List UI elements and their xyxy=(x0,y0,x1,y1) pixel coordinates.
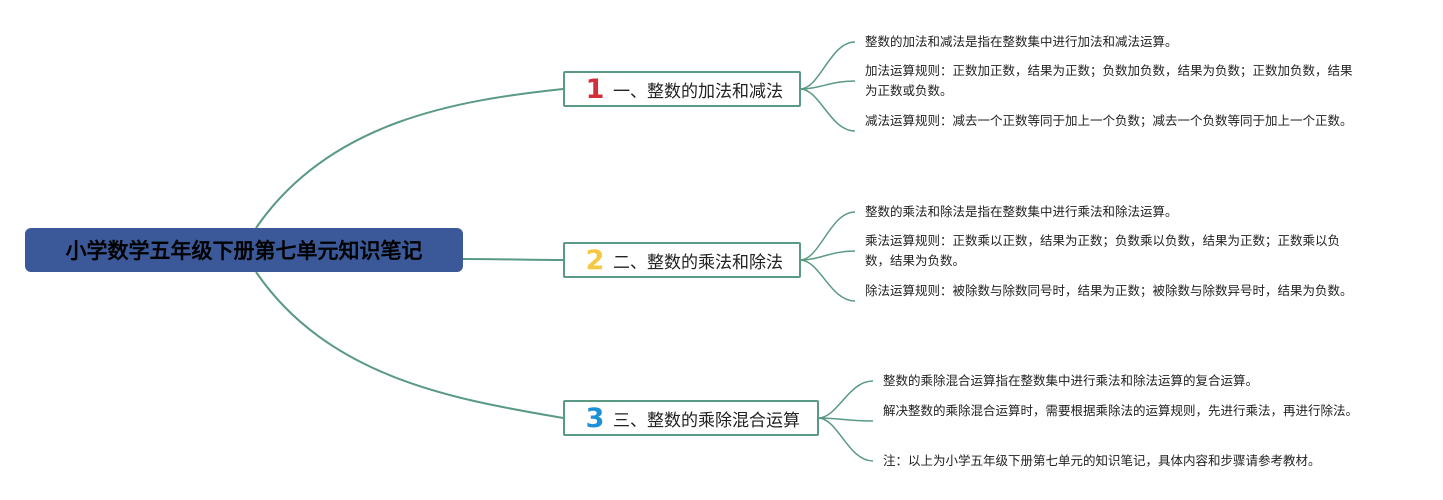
link-topic-2-leaf-1 xyxy=(799,211,856,261)
link-topic-1-leaf-2 xyxy=(799,80,856,90)
leaf-1-1: 整数的加法和减法是指在整数集中进行加法和减法运算。 xyxy=(865,34,1178,49)
topic-label-3: 三、整数的乘除混合运算 xyxy=(613,410,800,431)
leaf-1-2: 加法运算规则：正数加正数，结果为正数；负数加负数，结果为负数；正数加负数，结果为… xyxy=(865,63,1353,98)
leaf-2-3: 除法运算规则：被除数与除数同号时，结果为正数；被除数与除数异号时，结果为负数。 xyxy=(865,283,1353,298)
topic-node-3[interactable]: 3 三、整数的乘除混合运算 xyxy=(563,400,819,436)
topic-label-2: 二、整数的乘法和除法 xyxy=(613,252,783,273)
link-topic-1-leaf-3 xyxy=(799,88,856,132)
topic-number-3: 3 xyxy=(585,402,605,434)
root-node[interactable]: 小学数学五年级下册第七单元知识笔记 xyxy=(25,228,463,272)
link-topic-3-leaf-1 xyxy=(817,380,874,419)
topic-node-1[interactable]: 1 一、整数的加法和减法 xyxy=(563,71,801,107)
topic-number-1: 1 xyxy=(585,73,605,105)
link-root-topic-1 xyxy=(255,88,564,229)
leaf-2-1: 整数的乘法和除法是指在整数集中进行乘法和除法运算。 xyxy=(865,204,1178,219)
root-title: 小学数学五年级下册第七单元知识笔记 xyxy=(65,239,423,263)
link-root-topic-3 xyxy=(255,271,564,419)
leaf-3-2: 解决整数的乘除混合运算时，需要根据乘除法的运算规则，先进行乘法，再进行除法。 xyxy=(883,403,1359,418)
link-topic-2-leaf-2 xyxy=(799,250,856,261)
topic-label-1: 一、整数的加法和减法 xyxy=(613,81,783,102)
leaf-3-3: 注：以上为小学五年级下册第七单元的知识笔记，具体内容和步骤请参考教材。 xyxy=(883,453,1321,468)
topic-number-2: 2 xyxy=(585,244,605,276)
topic-node-2[interactable]: 2 二、整数的乘法和除法 xyxy=(563,242,801,278)
leaf-2-2: 乘法运算规则：正数乘以正数，结果为正数；负数乘以负数，结果为正数；正数乘以负数，… xyxy=(865,233,1341,268)
link-topic-2-leaf-3 xyxy=(799,259,856,302)
leaf-3-1: 整数的乘除混合运算指在整数集中进行乘法和除法运算的复合运算。 xyxy=(883,373,1259,388)
leaf-1-3: 减法运算规则：减去一个正数等同于加上一个负数；减去一个负数等同于加上一个正数。 xyxy=(865,113,1353,128)
link-topic-1-leaf-1 xyxy=(799,41,856,90)
link-root-topic-2 xyxy=(462,258,564,261)
link-topic-3-leaf-3 xyxy=(817,417,874,462)
